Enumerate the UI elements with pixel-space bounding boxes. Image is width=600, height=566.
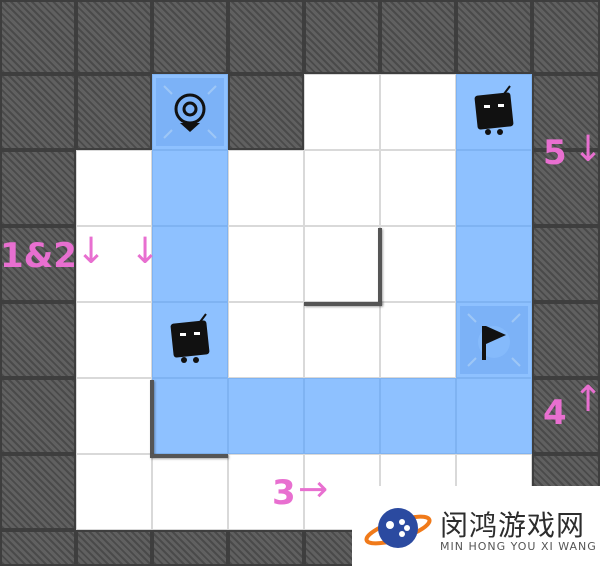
- floor-cell: [304, 74, 380, 150]
- path-cell: [304, 378, 380, 454]
- wall-cell: [380, 0, 456, 74]
- wall-cell: [0, 0, 76, 74]
- arrow-down-icon: ↓: [573, 129, 600, 170]
- flag-icon: [460, 306, 528, 374]
- floor-cell: [76, 150, 152, 226]
- step-label-3: 3: [272, 473, 296, 513]
- target-icon: [156, 78, 224, 146]
- arrow-up-icon: ↑: [573, 379, 600, 420]
- robot-icon: [474, 85, 514, 135]
- path-cell: [456, 150, 532, 226]
- wall-cell: [76, 0, 152, 74]
- path-cell: [152, 150, 228, 226]
- wall-cell: [532, 0, 600, 74]
- wall-cell: [0, 302, 76, 378]
- wall-cell: [304, 0, 380, 74]
- wall-cell: [0, 454, 76, 530]
- floor-cell: [228, 302, 304, 378]
- step-label-4: 4: [543, 393, 567, 433]
- floor-cell: [228, 454, 304, 530]
- arrow-right-icon: →: [298, 469, 329, 510]
- floor-cell: [228, 150, 304, 226]
- step-label-5: 5: [543, 133, 567, 173]
- wall-cell: [228, 530, 304, 566]
- wall-segment: [150, 454, 228, 458]
- floor-cell: [304, 150, 380, 226]
- controller-logo-icon: [364, 508, 432, 548]
- wall-cell: [532, 302, 600, 378]
- wall-segment: [150, 380, 154, 456]
- wall-cell: [76, 530, 152, 566]
- wall-cell: [0, 530, 76, 566]
- wall-cell: [228, 74, 304, 150]
- floor-cell: [304, 226, 380, 302]
- floor-cell: [76, 454, 152, 530]
- watermark-name: 闵鸿游戏网: [440, 509, 586, 542]
- floor-cell: [304, 302, 380, 378]
- wall-cell: [76, 74, 152, 150]
- wall-cell: [152, 0, 228, 74]
- floor-cell: [228, 226, 304, 302]
- path-cell: [380, 378, 456, 454]
- wall-cell: [532, 226, 600, 302]
- wall-cell: [152, 530, 228, 566]
- path-cell: [228, 378, 304, 454]
- path-cell: [456, 378, 532, 454]
- wall-segment: [378, 228, 382, 304]
- arrow-down-icon: ↓: [76, 231, 107, 272]
- floor-cell: [76, 378, 152, 454]
- robot-icon: [170, 313, 210, 363]
- wall-segment: [304, 302, 382, 306]
- floor-cell: [380, 74, 456, 150]
- wall-cell: [532, 378, 600, 454]
- wall-cell: [456, 0, 532, 74]
- wall-cell: [0, 378, 76, 454]
- path-cell: [152, 226, 228, 302]
- floor-cell: [380, 150, 456, 226]
- floor-cell: [380, 302, 456, 378]
- wall-cell: [0, 150, 76, 226]
- wall-cell: [0, 226, 76, 302]
- floor-cell: [152, 454, 228, 530]
- step-label-1-2: 1&2: [0, 236, 77, 276]
- floor-cell: [380, 226, 456, 302]
- wall-cell: [228, 0, 304, 74]
- watermark: 闵鸿游戏网 MIN HONG YOU XI WANG: [352, 486, 600, 566]
- wall-cell: [532, 74, 600, 150]
- path-cell: [152, 378, 228, 454]
- watermark-pinyin: MIN HONG YOU XI WANG: [440, 540, 597, 553]
- wall-cell: [0, 74, 76, 150]
- wall-cell: [532, 150, 600, 226]
- arrow-down-icon: ↓: [130, 231, 161, 272]
- floor-cell: [76, 226, 152, 302]
- floor-cell: [76, 302, 152, 378]
- path-cell: [456, 226, 532, 302]
